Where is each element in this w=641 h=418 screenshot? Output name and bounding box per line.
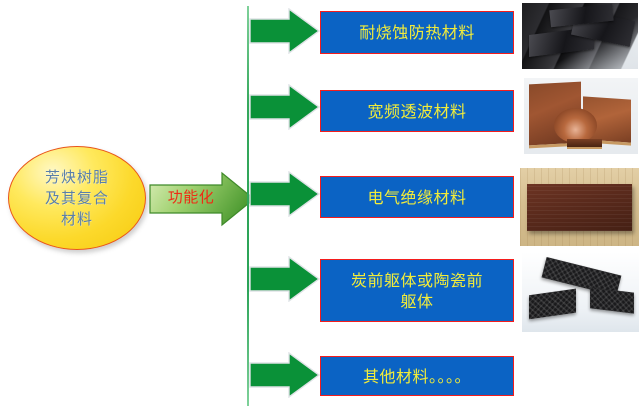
- branch-label-box-4: 炭前躯体或陶瓷前 躯体: [320, 259, 514, 322]
- photo-4-block-c: [589, 287, 635, 314]
- branch-arrow-1-shape: [249, 8, 321, 54]
- branch-photo-3-image: [520, 168, 639, 246]
- branch-label-1-line-1: 耐烧蚀防热材料: [359, 23, 475, 42]
- branch-label-5-line-1: 其他材料。。。。: [362, 366, 471, 386]
- branch-label-4-line-2: 躯体: [400, 291, 434, 311]
- branch-photo-2: [524, 78, 638, 154]
- branch-arrow-2-shape: [249, 84, 321, 130]
- branch-label-box-2: 宽频透波材料: [320, 90, 514, 132]
- photo-2-base: [567, 138, 602, 150]
- photo-4-block-a: [529, 288, 576, 320]
- branch-photo-4-image: [522, 252, 639, 332]
- branch-arrow-5: [249, 352, 321, 398]
- branch-label-2-line-1: 宽频透波材料: [367, 101, 467, 121]
- source-node-line-3: 材料: [60, 209, 93, 228]
- photo-2-disc: [553, 108, 597, 144]
- branch-label-4-line-1: 炭前躯体或陶瓷前: [350, 270, 483, 290]
- branch-arrow-2: [249, 84, 321, 130]
- source-node-line-1: 芳炔树脂: [44, 167, 109, 186]
- branch-arrow-3-shape: [249, 171, 321, 217]
- branch-photo-3: [520, 168, 639, 246]
- branch-label-box-5: 其他材料。。。。: [320, 356, 514, 396]
- vertical-stem: [247, 6, 249, 406]
- branch-photo-1-image: [522, 3, 638, 69]
- photo-3-laminate-sheet: [527, 184, 632, 232]
- branch-arrow-4: [249, 256, 321, 302]
- branch-label-box-3: 电气绝缘材料: [320, 176, 514, 218]
- branch-label-3-line-1: 电气绝缘材料: [367, 187, 467, 207]
- branch-arrow-3: [249, 171, 321, 217]
- branch-label-box-1: 耐烧蚀防热材料: [320, 11, 514, 54]
- source-node-line-2: 及其复合: [44, 188, 109, 207]
- branch-arrow-1: [249, 8, 321, 54]
- branch-photo-1: [522, 3, 638, 69]
- functionalization-label: 功能化: [167, 188, 215, 206]
- branch-arrow-5-shape: [249, 352, 321, 398]
- branch-arrow-4-shape: [249, 256, 321, 302]
- branch-photo-2-image: [524, 78, 638, 154]
- source-node: 芳炔树脂 及其复合 材料: [8, 146, 146, 250]
- functionalization-arrow-shape: [149, 171, 255, 227]
- branch-photo-4: [522, 252, 639, 332]
- functionalization-arrow: 功能化: [148, 170, 256, 228]
